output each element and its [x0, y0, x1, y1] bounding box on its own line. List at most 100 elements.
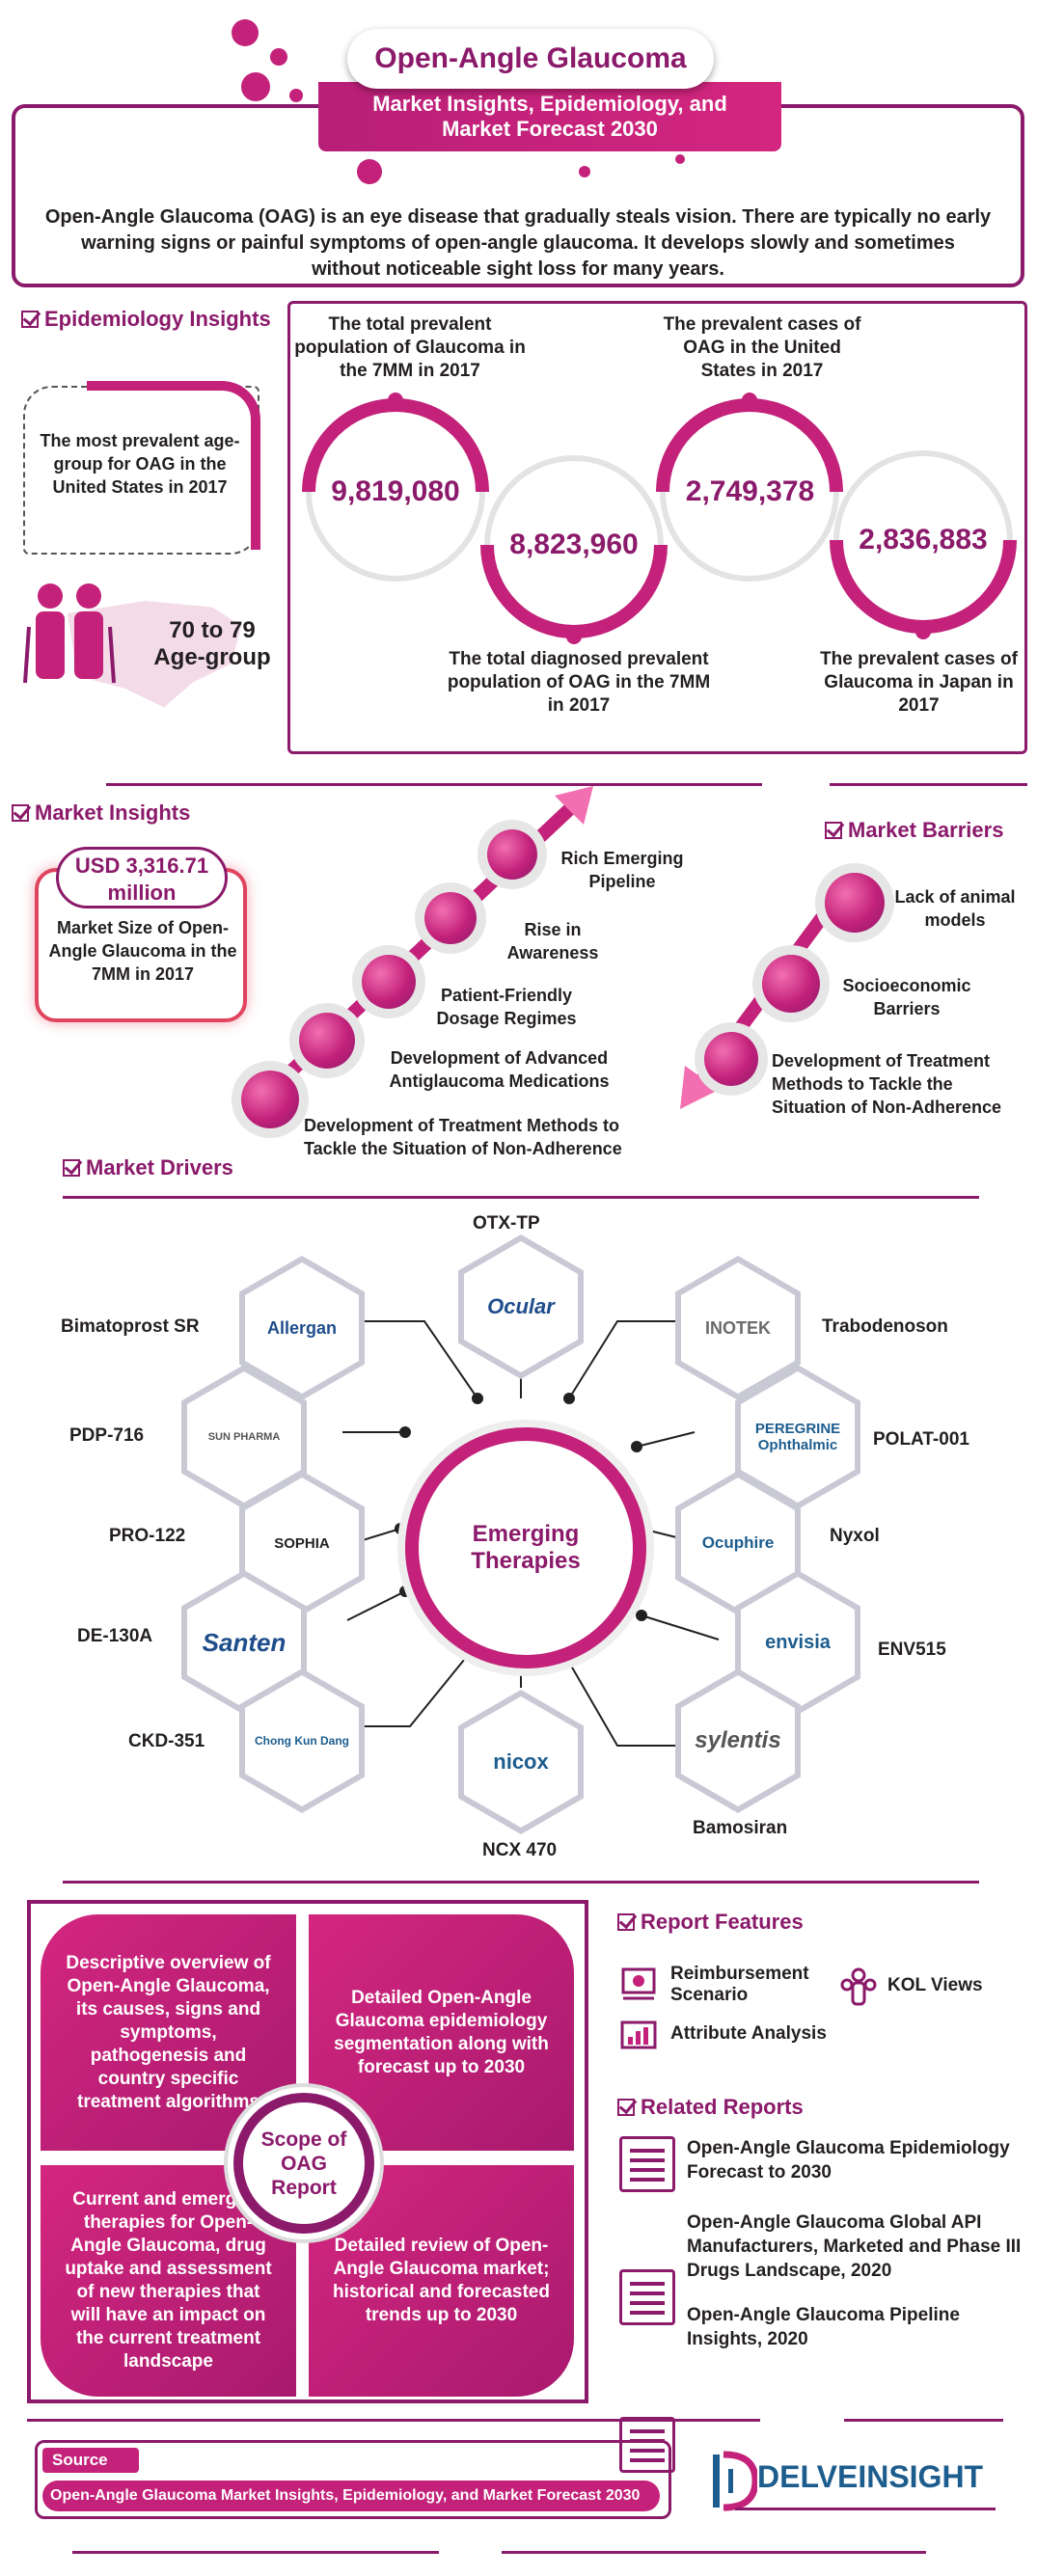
- barriers-heading-label: Market Barriers: [848, 818, 1004, 842]
- driver-bead: [362, 955, 416, 1009]
- barrier-bead: [704, 1032, 758, 1086]
- drug-name: POLAT-001: [873, 1429, 969, 1450]
- scope-quadrant: Detailed Open-Angle Glaucoma epidemiolog…: [309, 1914, 574, 2151]
- stat-value-4: 2,836,883: [859, 524, 988, 556]
- decor-dot: [357, 159, 382, 184]
- reimbursement-icon: [621, 1967, 656, 2000]
- company-logo: nicox: [464, 1696, 578, 1828]
- age-group-note: The most prevalent age-group for OAG in …: [40, 431, 240, 497]
- age-group-value: 70 to 79 Age-group: [153, 617, 271, 670]
- related-heading-label: Related Reports: [641, 2095, 804, 2119]
- divider: [830, 783, 1027, 786]
- brand-name: DELVEINSIGHT: [757, 2459, 984, 2494]
- epidemiology-heading-label: Epidemiology Insights: [44, 307, 271, 331]
- attribute-analysis-icon: [620, 2020, 657, 2049]
- scope-frame: [27, 1900, 588, 2403]
- stat-value-1: 9,819,080: [331, 475, 460, 507]
- related-report-link[interactable]: Open-Angle Glaucoma Epidemiology Forecas…: [687, 2138, 1010, 2183]
- barrier-label: Development of Treatment Methods to Tack…: [772, 1051, 1001, 1117]
- source-box: [35, 2440, 671, 2519]
- market-heading-label: Market Insights: [35, 800, 191, 825]
- feature-item: Attribute Analysis: [670, 2023, 827, 2044]
- section-heading-barriers: Market Barriers: [825, 818, 1003, 843]
- checkbox-icon: [825, 822, 842, 839]
- section-heading-drivers: Market Drivers: [63, 1155, 233, 1180]
- barrier-label: Socioeconomic Barriers: [842, 976, 971, 1018]
- driver-label: Development of Treatment Methods to Tack…: [304, 1116, 622, 1158]
- driver-bead: [299, 1013, 355, 1069]
- scope-hub: Scope of OAG Report: [233, 2093, 374, 2234]
- feature-item: Reimbursement Scenario: [670, 1964, 809, 2005]
- decor-dot: [675, 154, 685, 164]
- stat-value-2: 8,823,960: [509, 529, 639, 560]
- epidemiology-frame: [287, 301, 1027, 754]
- checkbox-icon: [21, 311, 39, 328]
- drug-name: NCX 470: [482, 1840, 558, 1860]
- drug-name: Bamosiran: [693, 1818, 788, 1838]
- company-logo: sylentis: [681, 1675, 795, 1806]
- stat-ring-1: [302, 393, 489, 582]
- barrier-label: Lack of animal models: [894, 887, 1016, 930]
- stat-ring-2: [480, 455, 668, 644]
- company-hex: INOTEK: [675, 1256, 801, 1400]
- driver-label: Patient-Friendly Dosage Regimes: [436, 986, 577, 1028]
- stat-label-2: The total diagnosed prevalent population…: [447, 649, 711, 716]
- brand-underline: [735, 2508, 996, 2510]
- section-heading-market: Market Insights: [12, 800, 190, 826]
- drug-name: Nyxol: [830, 1526, 880, 1546]
- driver-label: Rich Emerging Pipeline: [560, 849, 684, 891]
- divider: [106, 783, 762, 786]
- company-hex: PEREGRINE Ophthalmic: [735, 1365, 860, 1509]
- drug-name: DE-130A: [77, 1626, 153, 1646]
- checkbox-icon: [63, 1159, 80, 1177]
- divider: [502, 2551, 926, 2554]
- drug-name: OTX-TP: [473, 1213, 540, 1234]
- page-title: Open-Angle Glaucoma: [347, 29, 714, 89]
- drivers-heading-label: Market Drivers: [86, 1155, 233, 1180]
- report-icon: [619, 2136, 675, 2192]
- drug-name: ENV515: [878, 1640, 946, 1660]
- company-logo: Ocular: [464, 1241, 578, 1372]
- drug-name: Trabodenoson: [822, 1316, 948, 1337]
- barrier-bead: [762, 955, 820, 1013]
- divider: [63, 1881, 979, 1884]
- emerging-therapies-hub: Emerging Therapies: [405, 1427, 646, 1668]
- elderly-couple-icon: [23, 583, 116, 684]
- company-hex: envisia: [735, 1570, 860, 1715]
- driver-label: Development of Advanced Antiglaucoma Med…: [389, 1048, 610, 1091]
- company-logo: Chong Kun Dang: [245, 1675, 359, 1806]
- related-report-link[interactable]: Open-Angle Glaucoma Global API Manufactu…: [687, 2212, 1022, 2281]
- company-logo: Allergan: [245, 1262, 359, 1394]
- decor-dot: [289, 89, 303, 102]
- divider: [63, 1196, 979, 1199]
- delveinsight-logo-icon: [713, 2451, 757, 2511]
- features-heading-label: Report Features: [641, 1910, 804, 1934]
- decor-dot: [232, 19, 259, 46]
- market-size-value: USD 3,316.71 million: [56, 847, 228, 908]
- driver-label: Rise in Awareness: [506, 920, 599, 963]
- decor-dot: [270, 48, 287, 66]
- scope-quadrant: Descriptive overview of Open-Angle Glauc…: [41, 1914, 296, 2151]
- company-hex: sylentis: [675, 1668, 801, 1813]
- stat-ring-4: [830, 450, 1017, 639]
- stat-ring-3: [656, 393, 843, 582]
- drug-name: PRO-122: [109, 1526, 186, 1546]
- related-report-link[interactable]: Open-Angle Glaucoma Pipeline Insights, 2…: [687, 2305, 960, 2349]
- drug-name: PDP-716: [69, 1425, 145, 1446]
- section-heading-related: Related Reports: [617, 2095, 804, 2120]
- driver-bead: [487, 829, 537, 880]
- driver-bead: [241, 1071, 299, 1128]
- decor-dot: [241, 72, 270, 101]
- drug-name: CKD-351: [128, 1731, 205, 1751]
- age-group-accent: [87, 381, 260, 550]
- intro-text: Open-Angle Glaucoma (OAG) is an eye dise…: [44, 206, 992, 280]
- divider: [844, 2419, 1003, 2422]
- company-hex: SOPHIA: [239, 1471, 365, 1615]
- kol-icon: [840, 1967, 877, 2006]
- stat-label-4: The prevalent cases of Glaucoma in Japan…: [820, 649, 1018, 716]
- stat-label-1: The total prevalent population of Glauco…: [294, 314, 526, 381]
- checkbox-icon: [12, 804, 29, 822]
- barrier-bead: [825, 873, 885, 933]
- company-logo: INOTEK: [681, 1262, 795, 1394]
- source-label: Source: [42, 2448, 139, 2473]
